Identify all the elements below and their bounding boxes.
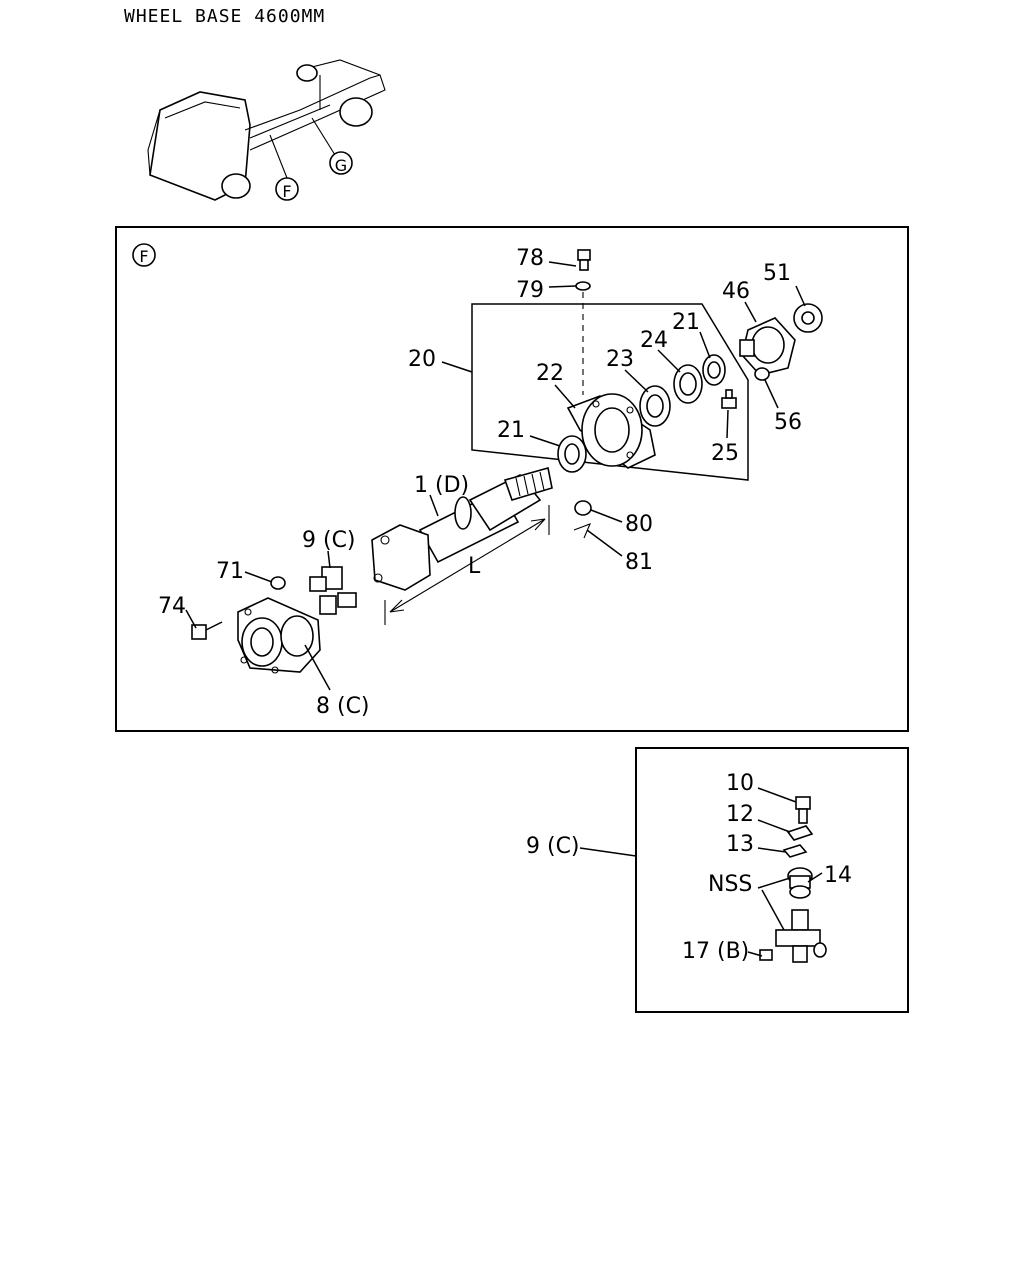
center-bearing-bracket-22 xyxy=(566,393,656,469)
diagram-title: WHEEL BASE 4600MM xyxy=(124,6,325,27)
label-74: 74 xyxy=(158,594,186,619)
label-21-lower: 21 xyxy=(497,418,525,443)
lock-plate-12 xyxy=(786,825,814,841)
label-56: 56 xyxy=(774,410,802,435)
label-81: 81 xyxy=(625,550,653,575)
label-17-b: 17 (B) xyxy=(682,939,749,964)
grease-nipple-25 xyxy=(721,389,737,409)
bearing-assembly-outline xyxy=(471,303,749,481)
label-46: 46 xyxy=(722,279,750,304)
washer-79 xyxy=(575,281,591,291)
bolt-10 xyxy=(795,796,811,824)
flange-46 xyxy=(739,317,796,376)
panel-f-frame xyxy=(115,226,909,732)
label-14: 14 xyxy=(824,863,852,888)
label-51: 51 xyxy=(763,261,791,286)
washer-21-upper xyxy=(702,354,726,386)
washer-21-lower xyxy=(557,435,587,473)
leader-lines-f xyxy=(185,261,806,691)
label-71: 71 xyxy=(216,559,244,584)
label-12: 12 xyxy=(726,802,754,827)
flange-yoke-8 xyxy=(237,597,321,674)
label-20: 20 xyxy=(408,347,436,372)
callout-g-overview: G xyxy=(329,151,353,175)
bolt-74 xyxy=(191,621,223,640)
grease-nipple-17 xyxy=(759,949,773,961)
nut-51 xyxy=(793,303,823,333)
leader-lines-detail xyxy=(747,787,823,957)
label-21-upper: 21 xyxy=(672,310,700,335)
spider-cross xyxy=(775,909,827,963)
svg-text:F: F xyxy=(282,182,291,201)
seal-24 xyxy=(673,364,703,404)
label-25: 25 xyxy=(711,441,739,466)
dimension-l xyxy=(384,505,550,625)
label-13: 13 xyxy=(726,832,754,857)
cotter-pin-81 xyxy=(573,523,592,539)
truck-overview xyxy=(147,59,386,201)
bolt-78 xyxy=(577,249,591,271)
propeller-shaft-1 xyxy=(418,466,553,564)
label-24: 24 xyxy=(640,328,668,353)
nut-80 xyxy=(574,500,592,516)
callout-f-overview: F xyxy=(275,177,299,201)
label-10: 10 xyxy=(726,771,754,796)
universal-joint-9 xyxy=(309,566,357,615)
detail-ref-leader xyxy=(579,847,637,857)
label-79: 79 xyxy=(516,278,544,303)
bearing-23 xyxy=(639,385,671,427)
svg-text:F: F xyxy=(139,247,148,266)
label-8-c: 8 (C) xyxy=(316,694,370,719)
yoke xyxy=(371,524,431,591)
label-78: 78 xyxy=(516,246,544,271)
label-nss: NSS xyxy=(708,872,752,897)
label-9-c: 9 (C) xyxy=(302,528,356,553)
label-dimension-l: L xyxy=(468,554,481,579)
plate-13 xyxy=(782,844,808,858)
detail-ref-label: 9 (C) xyxy=(526,834,580,859)
detail-panel-frame xyxy=(635,747,909,1013)
nut-71 xyxy=(270,576,286,590)
panel-f-marker: F xyxy=(132,243,156,267)
svg-text:G: G xyxy=(335,156,347,175)
label-23: 23 xyxy=(606,347,634,372)
label-1-d: 1 (D) xyxy=(414,473,469,498)
label-80: 80 xyxy=(625,512,653,537)
bearing-cup-14 xyxy=(787,867,813,899)
label-22: 22 xyxy=(536,361,564,386)
nut-56 xyxy=(754,367,770,381)
